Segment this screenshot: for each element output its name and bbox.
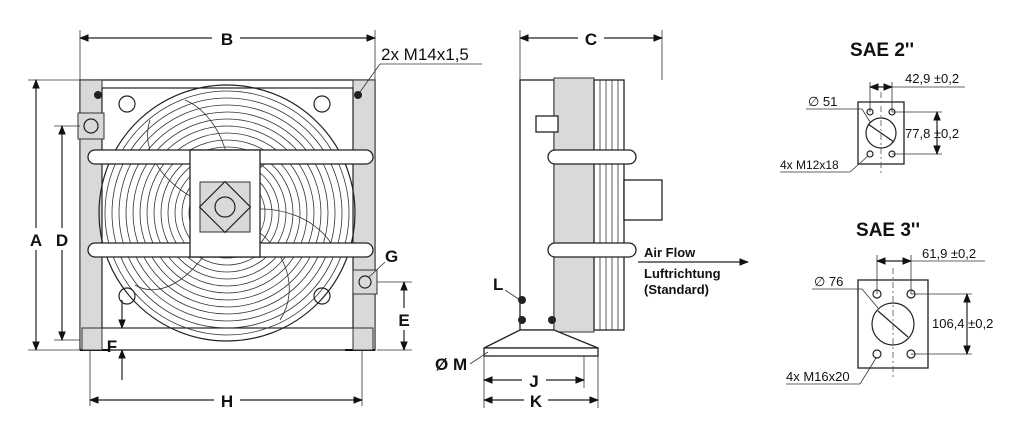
sae3-flange-detail: SAE 3'' 61,9 ±0,2 106,4 ±0,2 ∅ 76 4x M16… — [786, 220, 993, 385]
dim-f-label: F — [107, 337, 117, 356]
dim-l-label: L — [493, 275, 503, 294]
dim-a-label: A — [30, 231, 42, 250]
motor-flange — [199, 181, 251, 233]
sae3-width: 61,9 ±0,2 — [922, 246, 976, 261]
sae2-height: 77,8 ±0,2 — [905, 126, 959, 141]
airflow-label-de: Luftrichtung — [644, 266, 721, 281]
sae2-bolts: 4x M12x18 — [780, 158, 839, 172]
sae3-title: SAE 3'' — [856, 220, 920, 241]
thread-note: 2x M14x1,5 — [381, 45, 469, 64]
fan-shroud — [593, 79, 625, 331]
radiator-core — [553, 77, 595, 333]
sae3-height: 106,4 ±0,2 — [932, 316, 993, 331]
dim-e-label: E — [398, 311, 409, 330]
sae3-bolts: 4x M16x20 — [786, 369, 850, 384]
sae2-diameter: ∅ 51 — [808, 94, 837, 109]
dim-k-label: K — [530, 392, 543, 411]
dim-m-label: Ø M — [435, 355, 467, 374]
dim-b-label: B — [221, 30, 233, 49]
sae2-flange-detail: SAE 2'' 42,9 ±0,2 77,8 ±0,2 ∅ 51 4x M12x… — [780, 40, 965, 175]
sae3-diameter: ∅ 76 — [814, 274, 843, 289]
airflow-label-standard: (Standard) — [644, 282, 709, 297]
side-base — [483, 329, 599, 349]
airflow-label: Air Flow — [644, 245, 696, 260]
m14-port-icon — [354, 91, 362, 99]
right-rail — [352, 79, 376, 351]
sae2-width: 42,9 ±0,2 — [905, 71, 959, 86]
front-view: B 2x M14x1,5 A D F H E — [24, 28, 482, 411]
dim-g-label: G — [385, 247, 398, 266]
side-view: C L Ø M J K Air Flow Luftrichtung (Stand… — [435, 28, 749, 411]
dim-c-label: C — [585, 30, 597, 49]
left-port-flange — [77, 112, 105, 140]
dim-j-label: J — [529, 372, 538, 391]
sae2-title: SAE 2'' — [850, 40, 914, 61]
port-g-flange — [352, 269, 378, 295]
dim-d-label: D — [56, 231, 68, 250]
motor — [623, 179, 663, 221]
dim-h-label: H — [221, 392, 233, 411]
